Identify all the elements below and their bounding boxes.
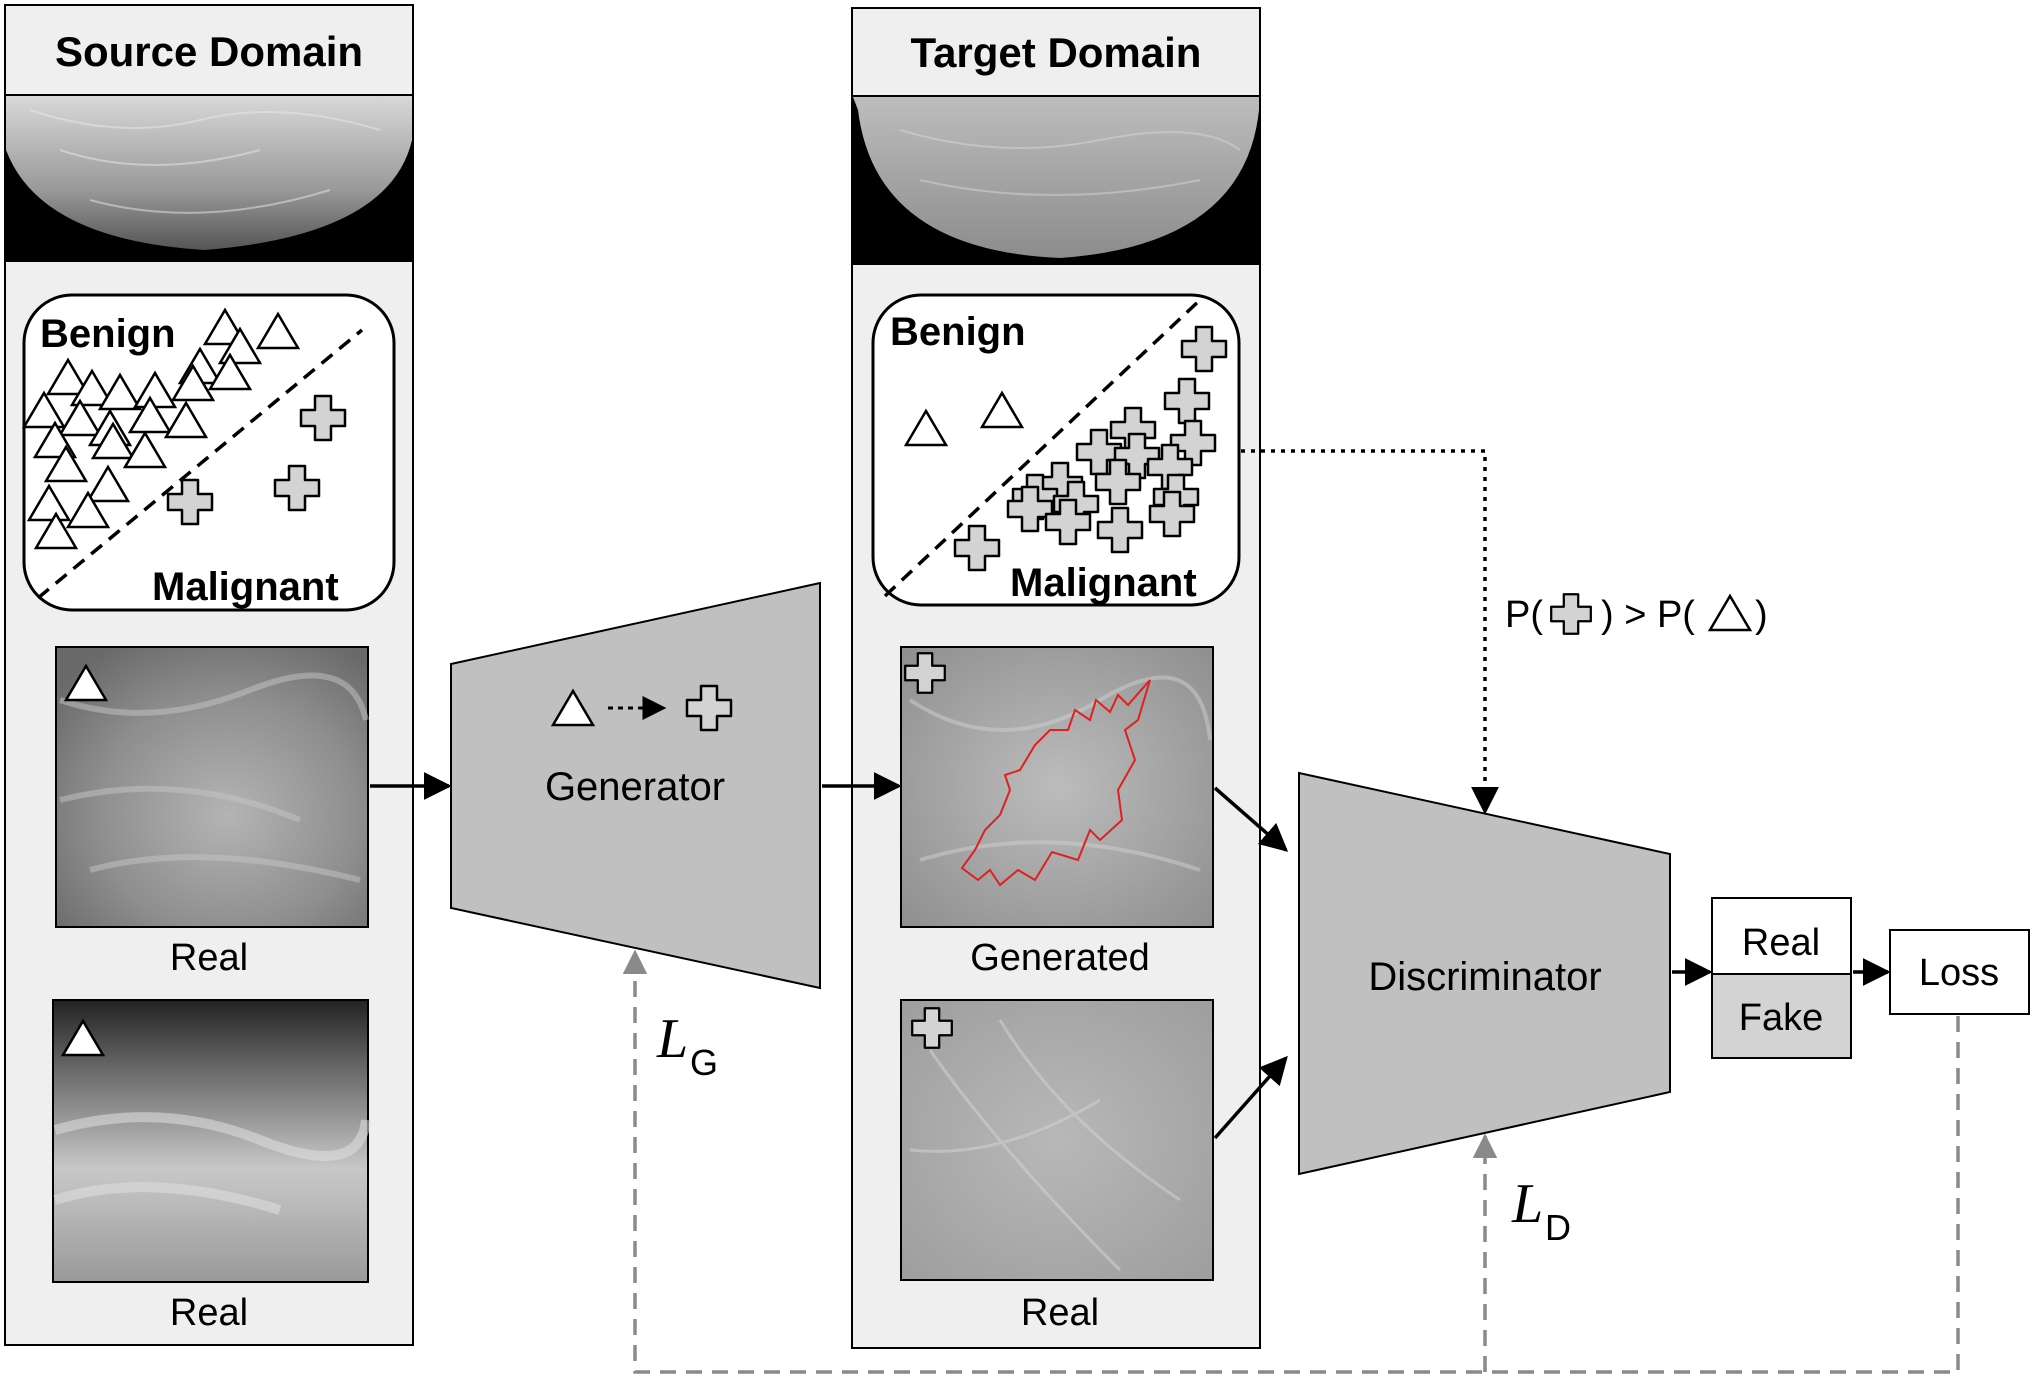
generated-to-discriminator-arrow bbox=[1213, 786, 1289, 852]
real-fake-output: Real Fake bbox=[1711, 897, 1852, 1059]
source-real-patch-1: Real bbox=[55, 646, 369, 979]
loss-symbol: L bbox=[656, 1008, 688, 1070]
patch-label: Real bbox=[170, 1292, 248, 1334]
target-domain-title: Target Domain bbox=[911, 29, 1202, 76]
real-output-label: Real bbox=[1742, 922, 1820, 964]
forward-arrows bbox=[370, 449, 1891, 1140]
triangle-icon bbox=[1708, 594, 1752, 632]
lesion-contour bbox=[960, 679, 1151, 887]
malignant-label: Malignant bbox=[152, 565, 339, 609]
patch-label: Real bbox=[170, 937, 248, 979]
feedback-loss-paths bbox=[622, 949, 1960, 1374]
source-domain-panel: Source Domain Benign Malignant bbox=[4, 4, 414, 1346]
loss-feedback-line bbox=[622, 949, 1960, 1374]
source-mammogram-image bbox=[6, 96, 412, 262]
condition-dotted-arrow bbox=[1241, 449, 1499, 815]
cross-icon bbox=[1550, 593, 1592, 635]
real-to-discriminator-arrow bbox=[1213, 1055, 1288, 1140]
discriminator-label: Discriminator bbox=[1368, 955, 1601, 999]
source-class-scatter: Benign Malignant bbox=[22, 293, 396, 612]
loss-symbol: L bbox=[1511, 1173, 1543, 1235]
discriminator-loss-term: L D bbox=[1511, 1173, 1571, 1248]
benign-label: Benign bbox=[40, 312, 176, 356]
target-class-scatter: Benign Malignant bbox=[871, 293, 1241, 607]
source-domain-title: Source Domain bbox=[55, 28, 363, 75]
target-generated-patch: Generated bbox=[900, 646, 1214, 979]
decision-boundary bbox=[36, 328, 364, 600]
generator-loss-term: L G bbox=[656, 1008, 718, 1083]
generator-block: Generator bbox=[450, 581, 821, 990]
discriminator-block: Discriminator bbox=[1298, 771, 1671, 1176]
condition-middle: ) > P( bbox=[1601, 594, 1695, 636]
benign-label: Benign bbox=[890, 310, 1026, 354]
condition-prefix: P( bbox=[1505, 594, 1543, 636]
target-mammogram-image bbox=[853, 97, 1259, 265]
class-condition: P( ) > P( ) bbox=[1505, 593, 1768, 636]
loss-box: Loss bbox=[1889, 929, 2030, 1015]
malignant-label: Malignant bbox=[1010, 561, 1197, 605]
generator-label: Generator bbox=[545, 765, 725, 809]
patch-label: Generated bbox=[970, 937, 1150, 979]
target-domain-panel: Target Domain Benign Malignant bbox=[851, 7, 1261, 1349]
loss-subscript: G bbox=[690, 1042, 718, 1083]
condition-suffix: ) bbox=[1755, 594, 1768, 636]
loss-subscript: D bbox=[1545, 1207, 1571, 1248]
loss-label: Loss bbox=[1919, 952, 1999, 994]
fake-output-label: Fake bbox=[1739, 997, 1823, 1039]
target-real-patch: Real bbox=[900, 999, 1214, 1334]
source-real-patch-2: Real bbox=[52, 999, 371, 1334]
patch-label: Real bbox=[1021, 1292, 1099, 1334]
decision-boundary bbox=[883, 298, 1202, 598]
